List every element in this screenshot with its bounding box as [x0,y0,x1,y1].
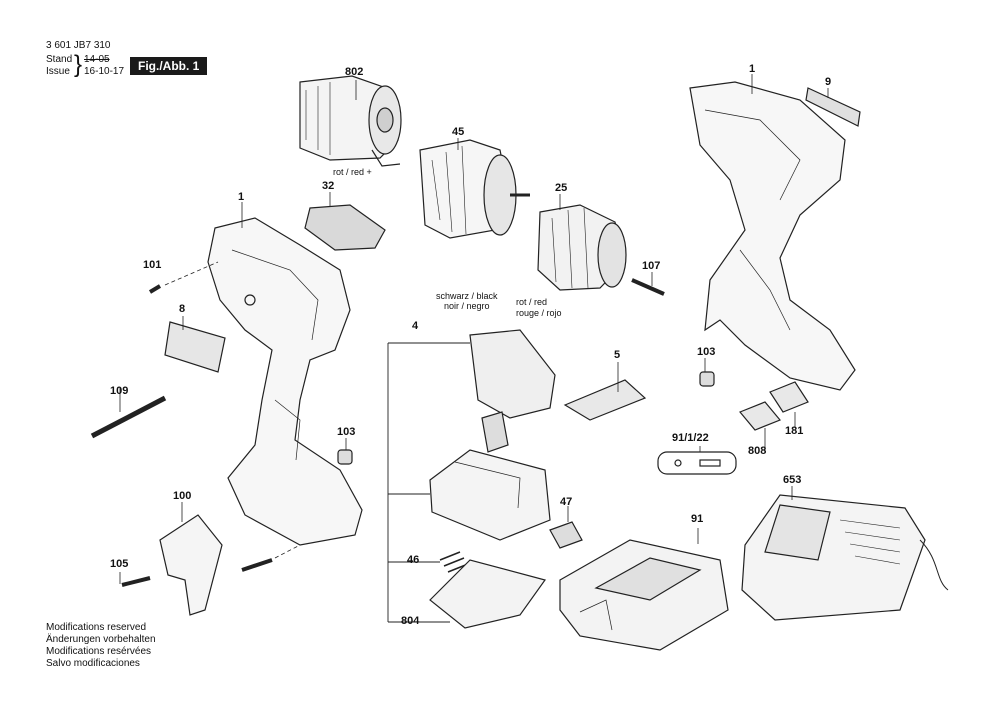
issue-label: Issue [46,66,70,77]
callout-9: 9 [825,76,832,88]
housing-right-drawing [689,81,856,391]
callout-46: 46 [407,554,420,566]
callout-101: 101 [143,259,162,271]
label-plate-drawing [164,321,226,373]
figure-label: Fig./Abb. 1 [130,57,208,75]
black-wire-note-2: noir / negro [444,301,490,311]
contact-plate-drawing [429,559,546,629]
callout-32: 32 [322,180,335,192]
callout-8: 8 [179,303,186,315]
callout-47: 47 [560,496,573,508]
chuck-drawing [537,204,665,296]
red-wire-note-2: rouge / rojo [516,308,562,318]
gearbox-drawing [419,139,530,239]
footer-line-2: Änderungen vorbehalten [46,634,156,645]
callout-107: 107 [642,260,661,272]
callout-91-1-22: 91/1/22 [672,432,709,444]
battery-drawing [559,539,729,651]
callout-109: 109 [110,385,129,397]
brace-icon: } [74,51,83,78]
motor-wire-note: rot / red + [333,167,372,177]
black-wire-note: schwarz / black [436,291,498,301]
issue-value: 16-10-17 [84,66,125,77]
callout-808: 808 [748,445,767,457]
callout-802: 802 [345,66,364,78]
charger-drawing [741,494,949,621]
callout-25: 25 [555,182,568,194]
callout-4: 4 [412,320,419,332]
footer-line-1: Modifications reserved [46,622,147,633]
callout-1-right: 1 [749,63,756,75]
footer-line-4: Salvo modificaciones [46,658,140,669]
direction-switch-drawing [563,379,647,421]
callout-1-left: 1 [238,191,245,203]
part-number: 3 601 JB7 310 [46,40,111,51]
callout-45: 45 [452,126,465,138]
belt-clip-drawing [159,514,223,616]
switch-slider-drawing [304,204,386,251]
red-wire-note: rot / red [516,297,548,307]
callout-103-left: 103 [337,426,356,438]
callout-653: 653 [783,474,802,486]
stand-value: 14-05 [84,54,110,65]
callout-5: 5 [614,349,621,361]
callout-804: 804 [401,615,420,627]
callout-100: 100 [173,490,192,502]
callout-103-right: 103 [697,346,716,358]
callout-181: 181 [785,425,804,437]
switch-assembly-drawing [429,329,556,541]
stand-label: Stand [46,54,73,65]
motor-drawing [299,75,402,167]
footer-line-3: Modifications resérvées [46,646,152,657]
callout-91: 91 [691,513,704,525]
screwdriver-bit-drawing [90,395,167,439]
housing-left-drawing [207,217,363,546]
callout-105: 105 [110,558,129,570]
